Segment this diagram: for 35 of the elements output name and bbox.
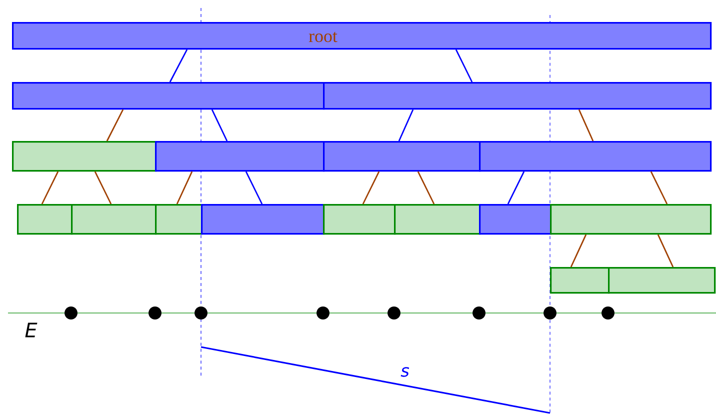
tree-edge (398, 109, 414, 142)
tree-edge (657, 234, 674, 268)
interval-box (12, 82, 325, 110)
segment-label: s (400, 367, 410, 377)
tree-edge (650, 171, 668, 204)
interval-box (479, 204, 552, 235)
interval-box: root (12, 22, 712, 50)
tree-edge (176, 171, 193, 204)
interval-box (12, 141, 157, 172)
tree-edge (94, 171, 112, 204)
interval-box (608, 267, 716, 294)
interval-box (201, 204, 325, 235)
tree-edge (455, 49, 473, 82)
tree-edge (41, 171, 59, 204)
interval-box (394, 204, 481, 235)
tree-edge (362, 171, 380, 204)
interval-box (550, 204, 712, 235)
interval-box (155, 204, 203, 235)
interval-box (550, 267, 610, 294)
tree-edge (578, 109, 594, 142)
interval-box (17, 204, 73, 235)
interval-box (323, 204, 396, 235)
interval-box (155, 141, 325, 172)
tree-edge (245, 171, 263, 204)
interval-box (323, 141, 481, 172)
tree-edge (507, 171, 525, 204)
interval-box (71, 204, 157, 235)
tree-edge (211, 109, 228, 142)
tree-edge (169, 49, 188, 82)
interval-box (479, 141, 712, 172)
tree-edge (417, 171, 435, 204)
tree-edge (570, 234, 587, 268)
tree-edge (106, 109, 124, 142)
interval-box (323, 82, 712, 110)
axis-label: E (25, 322, 38, 338)
